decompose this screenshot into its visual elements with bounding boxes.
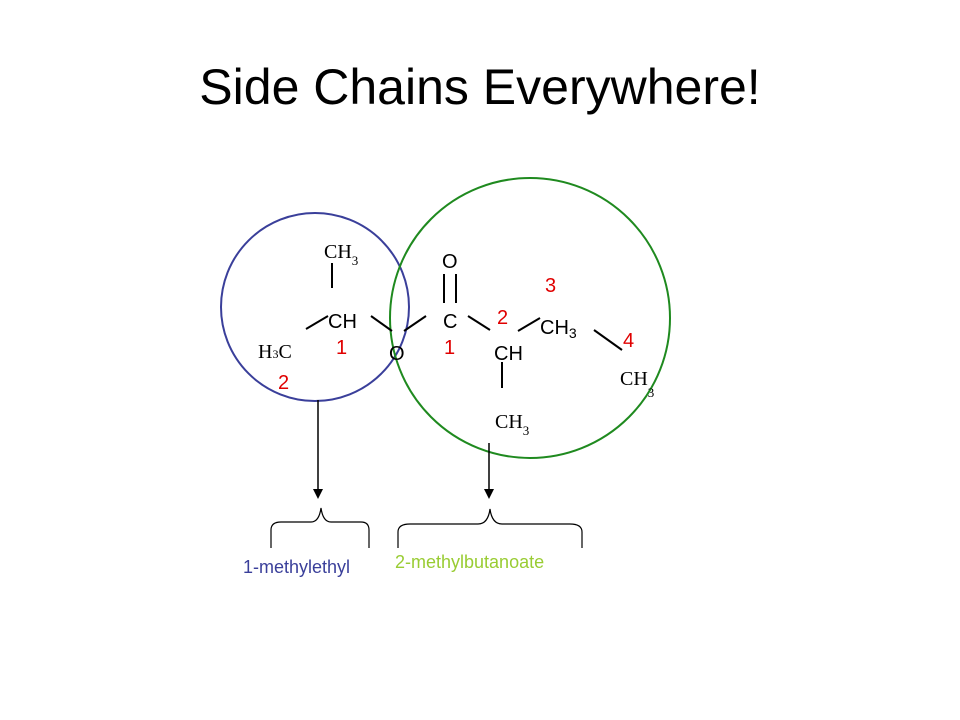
slide-title: Side Chains Everywhere! (199, 59, 761, 115)
number-right-3: 3 (545, 275, 556, 297)
left-highlight-circle (220, 212, 410, 402)
bond-ch-ester-o (370, 315, 393, 332)
number-left-2: 2 (278, 372, 289, 394)
atom-ch3-end: CH3 (620, 368, 654, 400)
number-right-4: 4 (623, 330, 634, 352)
right-highlight-circle (389, 177, 671, 459)
bond-ch3-mid-ch3-end (593, 329, 623, 351)
atom-carbonyl-c: C (443, 311, 457, 333)
bond-h3c-ch (305, 315, 329, 330)
label-2-methylbutanoate: 2-methylbutanoate (395, 552, 544, 572)
brace-left (270, 507, 370, 548)
bond-ch-ch3-mid (517, 317, 541, 332)
number-left-1: 1 (336, 337, 347, 359)
atom-h3c: H3C (258, 341, 292, 363)
label-1-methylethyl: 1-methylethyl (243, 557, 350, 577)
bond-c-ch (467, 315, 491, 331)
atom-ch-right: CH (494, 343, 523, 365)
atom-carbonyl-o: O (442, 251, 458, 273)
bond-ester-o-c (403, 315, 427, 332)
atom-ch: CH (328, 311, 357, 333)
atom-ch3-mid: CH3 (540, 317, 577, 341)
number-right-2: 2 (497, 307, 508, 329)
brace-right (397, 508, 583, 548)
atom-ester-o: O (389, 343, 405, 365)
atom-ch3-bottom: CH3 (495, 411, 529, 438)
atom-top-ch3: CH3 (324, 241, 358, 268)
number-right-1: 1 (444, 337, 455, 359)
